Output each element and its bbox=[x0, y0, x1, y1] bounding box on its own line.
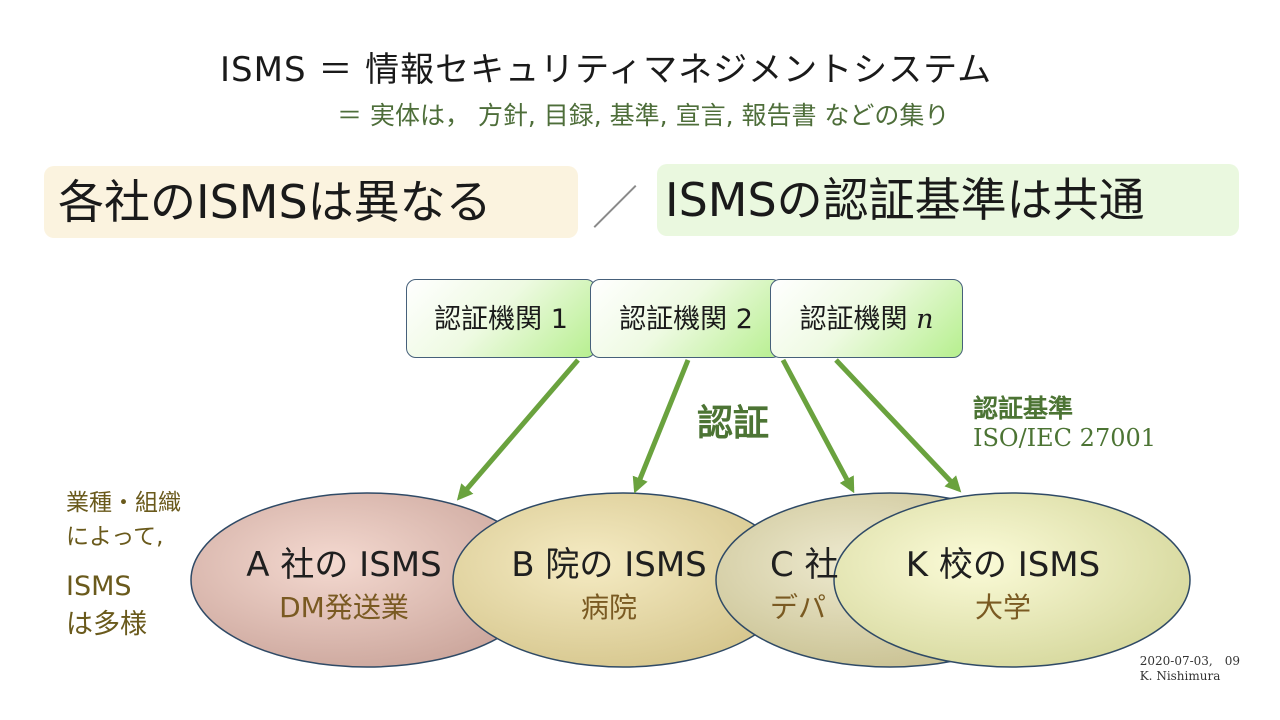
side-note-line4: は多様 bbox=[66, 609, 147, 640]
org-a-sub: DM発送業 bbox=[279, 591, 409, 624]
org-c-name: C 社 bbox=[770, 545, 839, 585]
org-a-name: A 社の ISMS bbox=[246, 545, 442, 585]
page-subtitle: ＝ 実体は， 方針, 目録, 基準, 宣言, 報告書 などの集り bbox=[337, 101, 950, 130]
footer-date: 2020-07-03, 09 bbox=[1139, 654, 1240, 668]
org-b-name: B 院の ISMS bbox=[511, 545, 707, 585]
standard-name: ISO/IEC 27001 bbox=[973, 424, 1157, 452]
footer: 2020-07-03, 09 K. Nishimura bbox=[1140, 654, 1240, 684]
arrow-to-k bbox=[834, 358, 962, 493]
side-note-top: 業種・組織 によって, bbox=[66, 486, 181, 554]
side-note-line3: ISMS bbox=[66, 571, 132, 602]
side-note-line2: によって, bbox=[66, 524, 164, 550]
org-a-text: A 社の ISMS DM発送業 bbox=[234, 537, 454, 626]
authentication-label: 認証 bbox=[697, 403, 770, 444]
org-k-name: K 校の ISMS bbox=[905, 545, 1101, 585]
footer-author: K. Nishimura bbox=[1139, 669, 1221, 683]
certifier-box-2: 認証機関 2 bbox=[590, 279, 782, 358]
org-c-sub: デパ bbox=[770, 591, 827, 624]
certifier-label: 認証機関 bbox=[799, 304, 908, 335]
arrow-to-c bbox=[780, 358, 855, 494]
org-k-text: K 校の ISMS 大学 bbox=[890, 537, 1116, 626]
certifier-variable-n: n bbox=[916, 304, 934, 335]
org-ellipse-k bbox=[833, 492, 1191, 668]
certifier-box-n: 認証機関 n bbox=[770, 279, 963, 358]
headline-right-box: ISMSの認証基準は共通 bbox=[657, 164, 1239, 236]
headline-left-box: 各社のISMSは異なる bbox=[44, 166, 578, 238]
arrow-to-b bbox=[632, 359, 691, 494]
org-c-text: C 社 デパ bbox=[770, 537, 839, 626]
org-k-sub: 大学 bbox=[974, 591, 1031, 624]
certifier-box-1: 認証機関 1 bbox=[406, 279, 596, 358]
org-b-sub: 病院 bbox=[580, 591, 637, 624]
side-note-bottom: ISMS は多様 bbox=[66, 568, 147, 644]
side-note-line1: 業種・組織 bbox=[66, 490, 181, 516]
arrow-to-a bbox=[456, 358, 580, 501]
headline-separator: ／ bbox=[592, 181, 638, 235]
standard-title: 認証基準 bbox=[973, 394, 1074, 423]
page-title: ISMS ＝ 情報セキュリティマネジメントシステム bbox=[220, 50, 993, 90]
org-b-text: B 院の ISMS 病院 bbox=[498, 537, 720, 626]
